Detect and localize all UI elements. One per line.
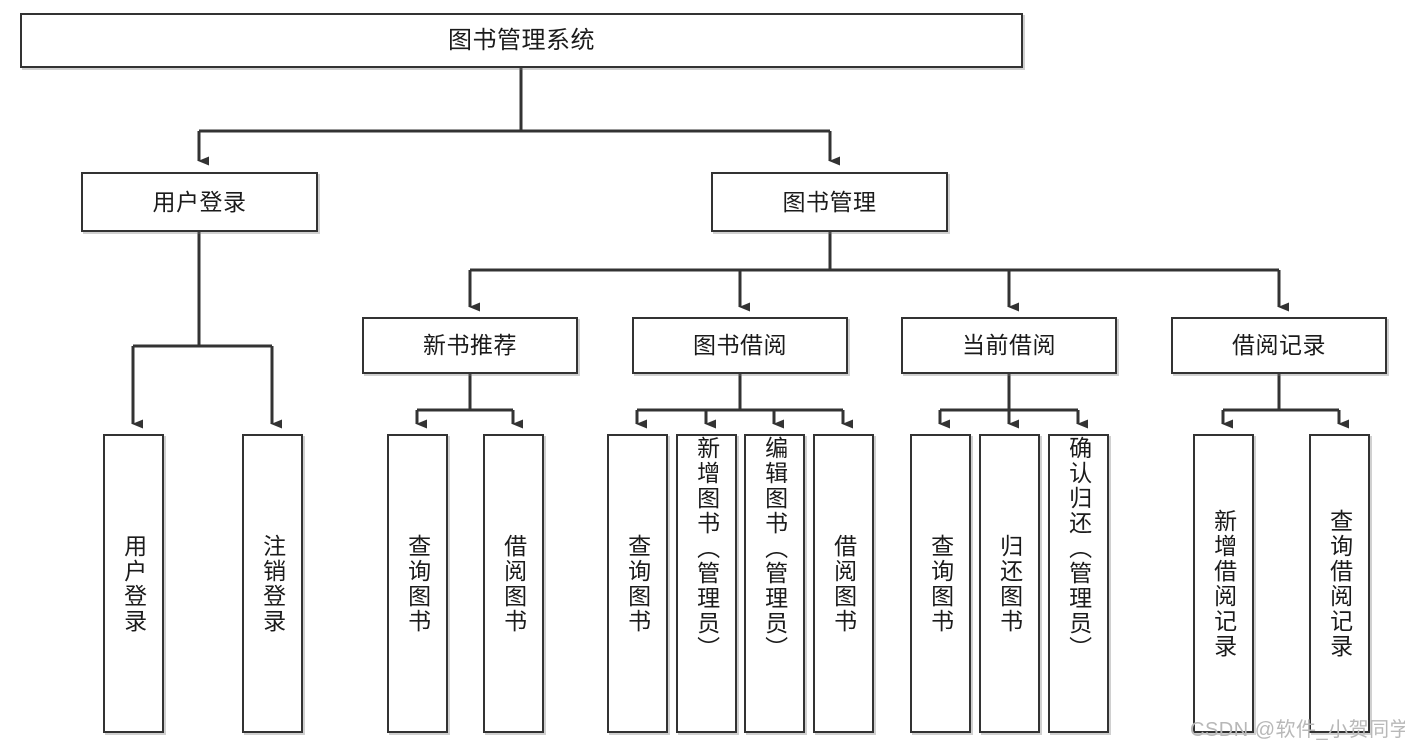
node-current-borrow[interactable]: 当前借阅	[901, 317, 1117, 374]
node-label: 新书推荐	[423, 332, 517, 359]
node-label: 用户登录	[120, 533, 147, 634]
leaf-book-borrow-borrow-book[interactable]: 借阅图书	[813, 434, 874, 733]
node-book-borrow[interactable]: 图书借阅	[632, 317, 848, 374]
leaf-query-borrow-record[interactable]: 查询借阅记录	[1309, 434, 1370, 733]
leaf-new-book-query-book[interactable]: 查询图书	[387, 434, 448, 733]
node-label: 查询借阅记录	[1326, 508, 1353, 659]
leaf-return-book[interactable]: 归还图书	[979, 434, 1040, 733]
leaf-edit-book-admin[interactable]: 编辑图书（管理员）	[744, 434, 805, 733]
node-label: 新增图书（管理员）	[693, 436, 720, 661]
node-root-book-management-system[interactable]: 图书管理系统	[20, 13, 1023, 68]
node-label: 确认归还（管理员）	[1065, 436, 1092, 661]
node-label: 借阅图书	[830, 533, 857, 634]
leaf-confirm-return-admin[interactable]: 确认归还（管理员）	[1048, 434, 1109, 733]
node-label: 借阅图书	[500, 533, 527, 634]
leaf-current-borrow-query-book[interactable]: 查询图书	[910, 434, 971, 733]
node-label: 查询图书	[927, 533, 954, 634]
node-label: 用户登录	[152, 188, 247, 215]
node-label: 当前借阅	[962, 332, 1056, 359]
node-user-login[interactable]: 用户登录	[81, 172, 318, 232]
leaf-add-borrow-record[interactable]: 新增借阅记录	[1193, 434, 1254, 733]
node-book-management[interactable]: 图书管理	[711, 172, 948, 232]
node-label: 图书管理系统	[448, 26, 595, 54]
node-borrow-record[interactable]: 借阅记录	[1171, 317, 1387, 374]
node-label: 图书借阅	[693, 332, 787, 359]
node-new-book-recommendation[interactable]: 新书推荐	[362, 317, 578, 374]
node-label: 查询图书	[624, 533, 651, 634]
leaf-book-borrow-query-book[interactable]: 查询图书	[607, 434, 668, 733]
leaf-add-book-admin[interactable]: 新增图书（管理员）	[676, 434, 737, 733]
node-label: 借阅记录	[1232, 332, 1326, 359]
leaf-logout[interactable]: 注销登录	[242, 434, 303, 733]
node-label: 编辑图书（管理员）	[761, 436, 788, 661]
node-label: 新增借阅记录	[1210, 508, 1237, 659]
leaf-user-login[interactable]: 用户登录	[103, 434, 164, 733]
node-label: 查询图书	[404, 533, 431, 634]
node-label: 注销登录	[259, 533, 286, 634]
node-label: 图书管理	[782, 188, 877, 215]
node-label: 归还图书	[996, 533, 1023, 634]
leaf-new-book-borrow-book[interactable]: 借阅图书	[483, 434, 544, 733]
csdn-watermark: CSDN @软件_小贺同学	[1190, 719, 1405, 741]
